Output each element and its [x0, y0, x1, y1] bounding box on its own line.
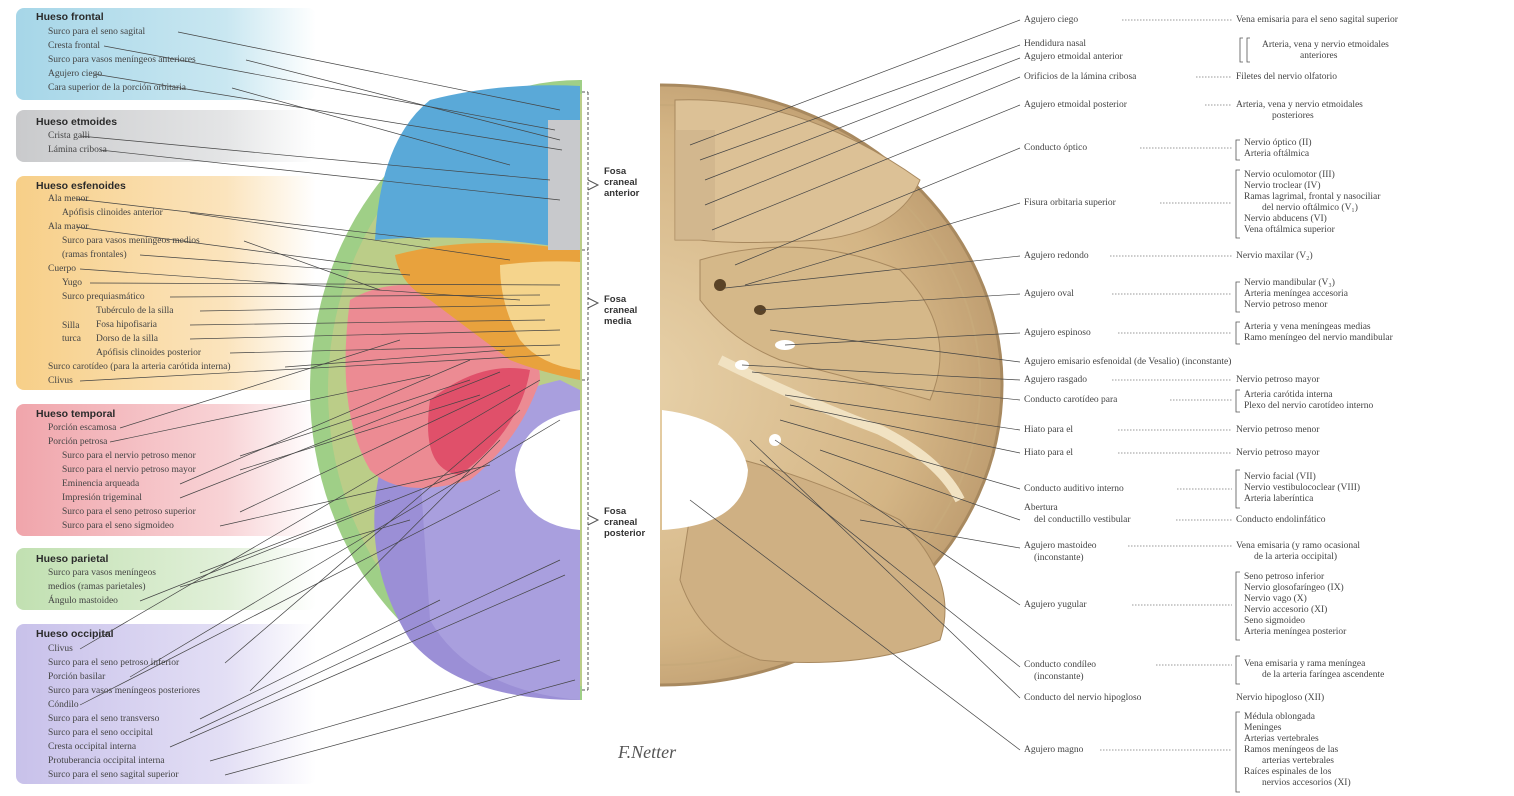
contents-8-2: Nervio petroso menor	[1244, 300, 1327, 311]
foramen-label-19: (inconstante)	[1034, 553, 1084, 564]
contents-6-5: Vena oftálmica superior	[1244, 225, 1335, 236]
foramen-label-11: Agujero rasgado	[1024, 375, 1087, 386]
contents-9-1: Ramo meníngeo del nervio mandibular	[1244, 333, 1393, 344]
contents-23-0: Nervio hipogloso (XII)	[1236, 693, 1324, 704]
contents-12-1: Plexo del nervio carotídeo interno	[1244, 401, 1373, 412]
contents-8-0: Nervio mandibular (V₃)	[1244, 278, 1335, 289]
fosa-bracket	[582, 92, 588, 690]
foramen-label-4: Agujero etmoidal posterior	[1024, 100, 1127, 111]
foramen-label-6: Fisura orbitaria superior	[1024, 198, 1116, 209]
contents-15-2: Arteria laberíntica	[1244, 494, 1313, 505]
contents-20-0: Seno petroso inferior	[1244, 572, 1324, 583]
contents-20-3: Nervio accesorio (XI)	[1244, 605, 1327, 616]
foramen-label-16: Abertura	[1024, 503, 1058, 514]
ethmoid-region	[548, 120, 580, 250]
foramen-label-17: del conductillo vestibular	[1034, 515, 1131, 526]
foramen-label-22: (inconstante)	[1034, 672, 1084, 683]
foramen-label-14: Hiato para el	[1024, 448, 1073, 459]
contents-5-0: Nervio óptico (II)	[1244, 138, 1312, 149]
contents-20-1: Nervio glosofaríngeo (IX)	[1244, 583, 1344, 594]
contents-2-1: anteriores	[1300, 51, 1337, 62]
contents-3-0: Filetes del nervio olfatorio	[1236, 72, 1337, 83]
contents-4-1: posteriores	[1272, 111, 1314, 122]
contents-6-4: Nervio abducens (VI)	[1244, 214, 1327, 225]
contents-6-1: Nervio troclear (IV)	[1244, 181, 1321, 192]
contents-15-1: Nervio vestibulococlear (VIII)	[1244, 483, 1360, 494]
foramen-label-21: Conducto condíleo	[1024, 660, 1096, 671]
contents-14-0: Nervio petroso mayor	[1236, 448, 1319, 459]
fosa-anterior-label: Fosacranealanterior	[604, 166, 639, 199]
contents-6-0: Nervio oculomotor (III)	[1244, 170, 1335, 181]
contents-15-0: Nervio facial (VII)	[1244, 472, 1316, 483]
foramen-label-10: Agujero emisario esfenoidal (de Vesalio)…	[1024, 357, 1231, 368]
foramen-label-8: Agujero oval	[1024, 289, 1074, 300]
foramen-label-12: Conducto carotídeo para	[1024, 395, 1117, 406]
contents-13-0: Nervio petroso menor	[1236, 425, 1319, 436]
contents-24-4: arterias vertebrales	[1262, 756, 1334, 767]
contents-2-0: Arteria, vena y nervio etmoidales	[1262, 40, 1389, 51]
contents-24-2: Arterias vertebrales	[1244, 734, 1319, 745]
foramen-label-24: Agujero magno	[1024, 745, 1083, 756]
contents-5-1: Arteria oftálmica	[1244, 149, 1309, 160]
contents-11-0: Nervio petroso mayor	[1236, 375, 1319, 386]
foramen-label-9: Agujero espinoso	[1024, 328, 1091, 339]
foramen-label-5: Conducto óptico	[1024, 143, 1087, 154]
contents-21-1: de la arteria faríngea ascendente	[1262, 670, 1384, 681]
foramen-label-18: Agujero mastoideo	[1024, 541, 1097, 552]
contents-6-2: Ramas lagrimal, frontal y nasociliar	[1244, 192, 1380, 203]
right-dotted-connectors	[1100, 20, 1232, 750]
foramen-label-7: Agujero redondo	[1024, 251, 1089, 262]
foramen-label-23: Conducto del nervio hipogloso	[1024, 693, 1141, 704]
contents-20-2: Nervio vago (X)	[1244, 594, 1307, 605]
foramen-label-3: Orificios de la lámina cribosa	[1024, 72, 1136, 83]
foramen-label-1: Hendidura nasal	[1024, 39, 1086, 50]
contents-6-3: del nervio oftálmico (V₁)	[1262, 203, 1358, 214]
contents-24-1: Meninges	[1244, 723, 1281, 734]
fosa-media-label: Fosacranealmedia	[604, 294, 637, 327]
contents-8-1: Arteria meníngea accesoria	[1244, 289, 1348, 300]
foramen-label-0: Agujero ciego	[1024, 15, 1078, 26]
contents-0-0: Vena emisaria para el seno sagital super…	[1236, 15, 1398, 26]
contents-24-0: Médula oblongada	[1244, 712, 1315, 723]
contents-24-6: nervios accesorios (XI)	[1262, 778, 1351, 789]
contents-21-0: Vena emisaria y rama meníngea	[1244, 659, 1365, 670]
contents-9-0: Arteria y vena meníngeas medias	[1244, 322, 1371, 333]
contents-7-0: Nervio maxilar (V₂)	[1236, 251, 1313, 262]
contents-24-3: Ramos meníngeos de las	[1244, 745, 1338, 756]
contents-20-5: Arteria meníngea posterior	[1244, 627, 1346, 638]
contents-4-0: Arteria, vena y nervio etmoidales	[1236, 100, 1363, 111]
foramen-label-2: Agujero etmoidal anterior	[1024, 52, 1123, 63]
netter-signature: F.Netter	[618, 742, 676, 763]
foramen-label-20: Agujero yugular	[1024, 600, 1087, 611]
foramen-label-15: Conducto auditivo interno	[1024, 484, 1124, 495]
contents-20-4: Seno sigmoideo	[1244, 616, 1305, 627]
contents-24-5: Raíces espinales de los	[1244, 767, 1331, 778]
contents-17-0: Conducto endolinfático	[1236, 515, 1325, 526]
foramen-label-13: Hiato para el	[1024, 425, 1073, 436]
contents-18-0: Vena emisaria (y ramo ocasional	[1236, 541, 1360, 552]
fosa-posterior-label: Fosacranealposterior	[604, 506, 645, 539]
contents-12-0: Arteria carótida interna	[1244, 390, 1333, 401]
contents-18-1: de la arteria occipital)	[1254, 552, 1337, 563]
